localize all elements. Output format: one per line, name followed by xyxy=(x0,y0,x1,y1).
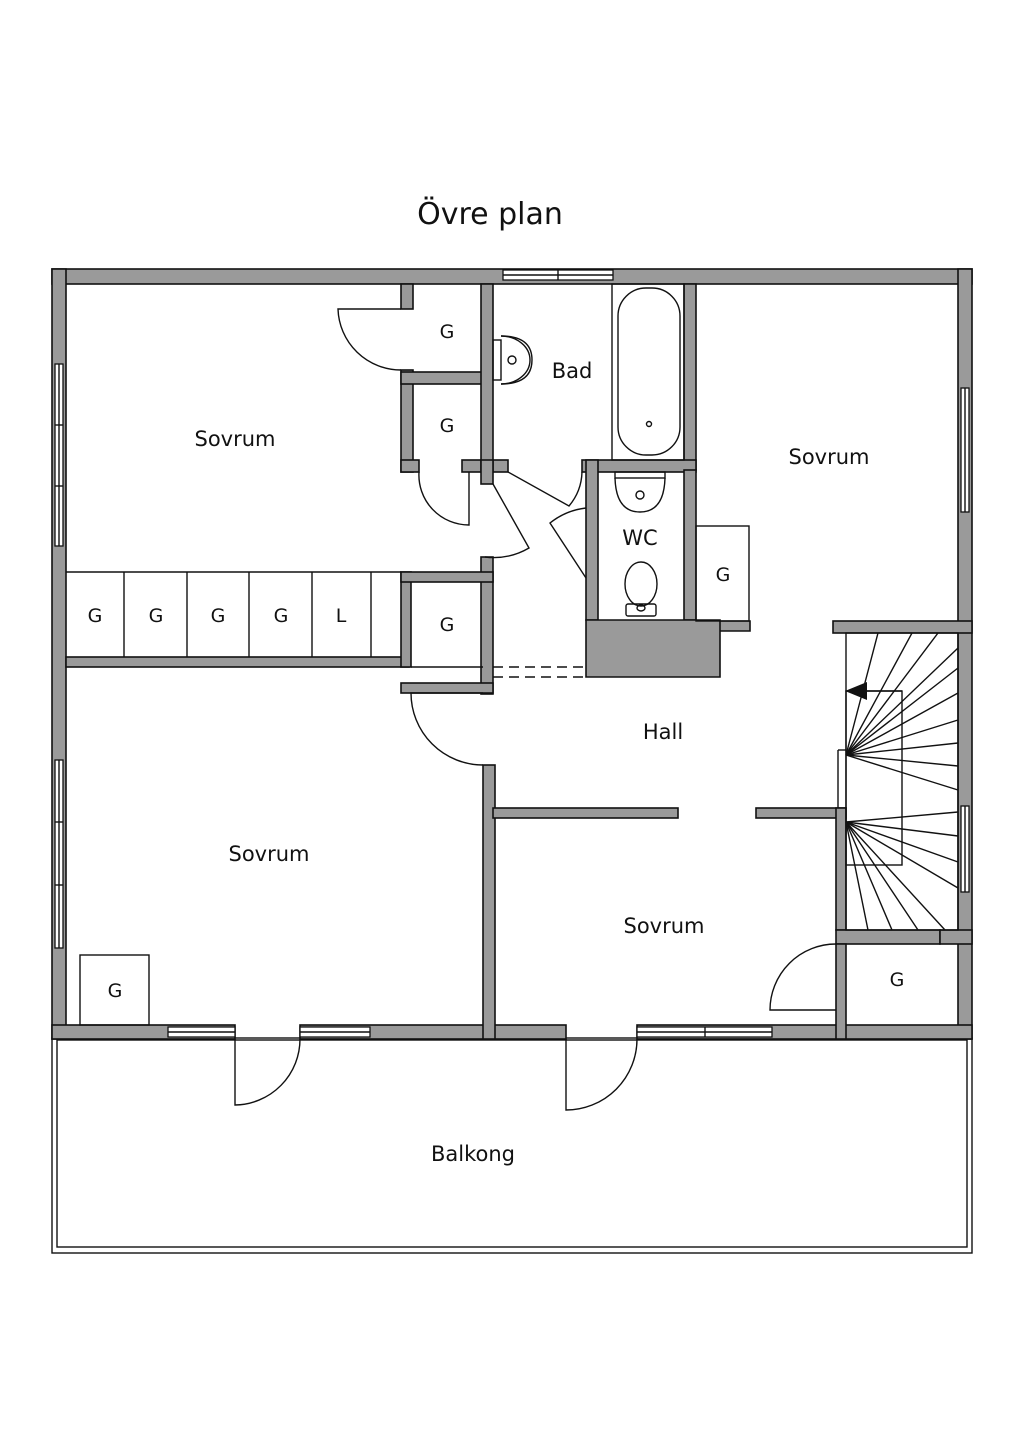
closet-label: G xyxy=(108,980,123,1002)
room-label-sovrum-nw: Sovrum xyxy=(194,427,275,451)
closet-label: G xyxy=(890,969,905,991)
closet-label: G xyxy=(440,321,455,343)
plan-title: Övre plan xyxy=(417,196,563,232)
closet-label: G xyxy=(440,415,455,437)
room-label-hall: Hall xyxy=(643,720,683,744)
bathtub-icon xyxy=(611,283,685,461)
washbasin-icon xyxy=(492,335,533,385)
room-label-wc: WC xyxy=(622,526,657,550)
room-label-sovrum-ne: Sovrum xyxy=(788,445,869,469)
wc-sink-icon xyxy=(614,471,666,513)
room-label-sovrum-sw: Sovrum xyxy=(228,842,309,866)
staircase xyxy=(837,632,959,931)
closet-label: G xyxy=(274,605,289,627)
closet-label: G xyxy=(440,614,455,636)
windows xyxy=(54,269,970,1038)
walls xyxy=(51,268,973,1040)
closet-label: G xyxy=(88,605,103,627)
closet-row xyxy=(66,525,750,1026)
closet-label: G xyxy=(716,564,731,586)
stair-arrow-icon xyxy=(845,682,867,700)
closet-label: G xyxy=(149,605,164,627)
room-label-balkong: Balkong xyxy=(431,1142,515,1166)
toilet-icon xyxy=(624,561,658,617)
closet-label: L xyxy=(336,605,347,627)
room-label-bad: Bad xyxy=(552,359,593,383)
room-label-sovrum-s: Sovrum xyxy=(623,914,704,938)
doors xyxy=(234,308,837,1111)
closet-label: G xyxy=(211,605,226,627)
